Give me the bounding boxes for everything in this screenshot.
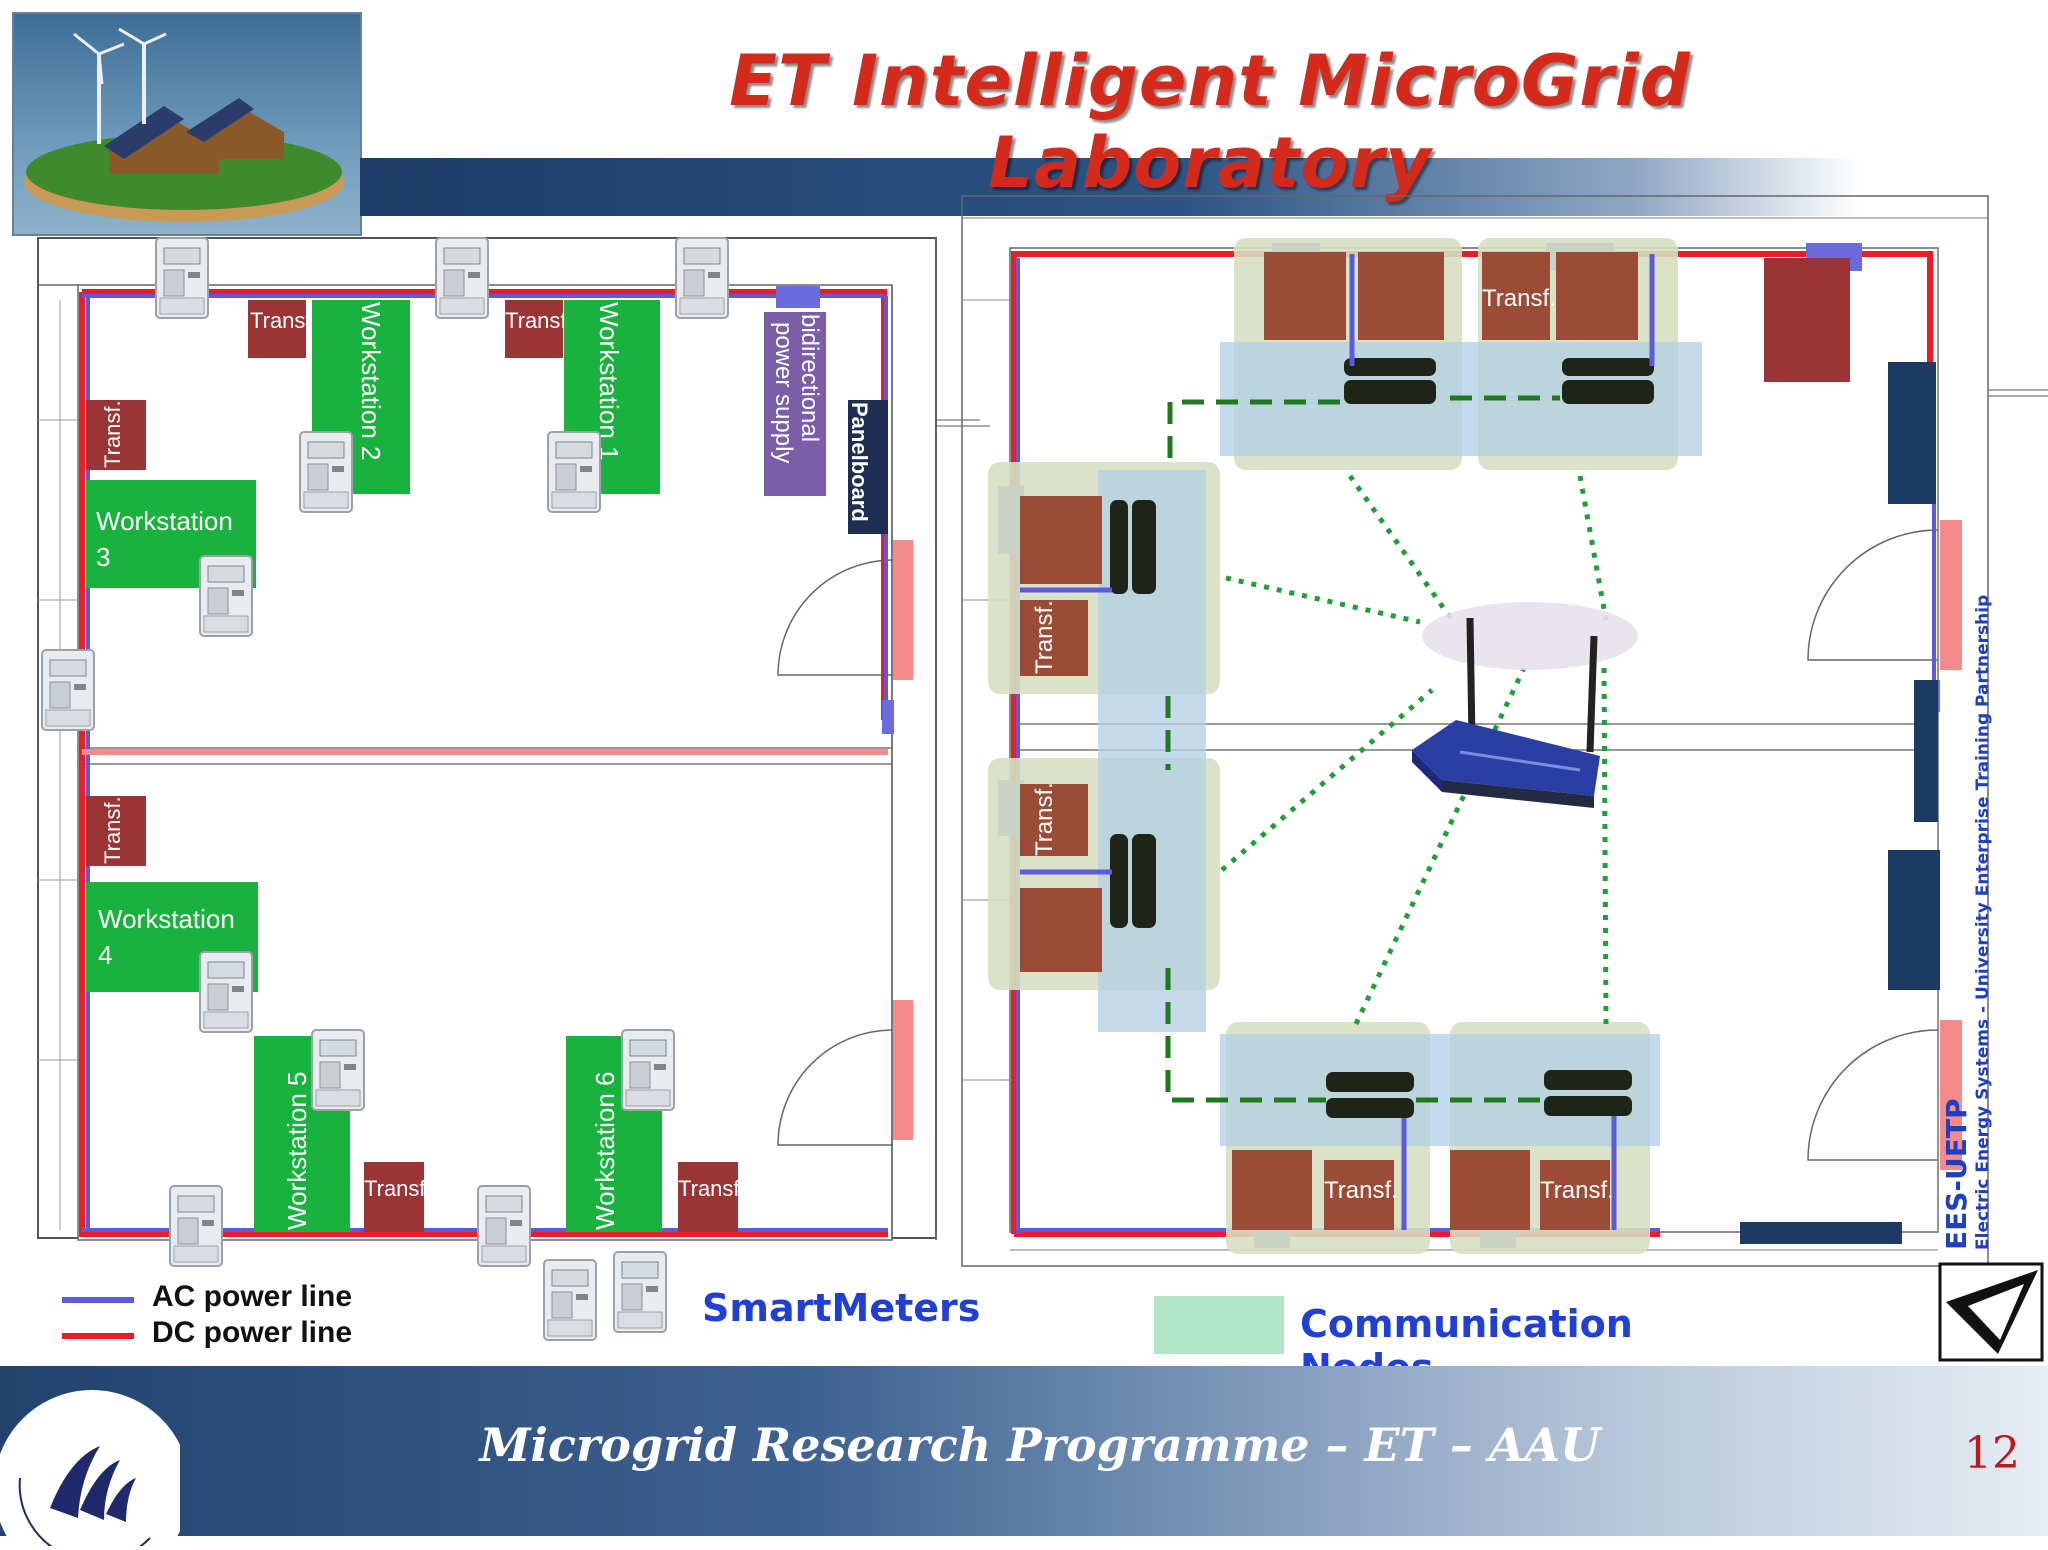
footer-bar [0,1366,2048,1536]
banner-title: EES-UETP [1940,1098,1973,1250]
svg-text:Workstation 2: Workstation 2 [356,302,386,460]
svg-text:Transf.: Transf. [364,1176,432,1201]
left-room-walls [37,237,990,1241]
legend [62,1251,1284,1354]
svg-text:Workstation 5: Workstation 5 [282,1072,312,1230]
smartmeter-legend-icon [543,1251,667,1341]
svg-text:Workstation 6: Workstation 6 [590,1072,620,1230]
wired-comm-links [1165,395,1560,1103]
title-bar [360,158,1860,216]
bidirectional-power-supply: bidirectional power supply [764,312,826,496]
svg-text:bidirectional: bidirectional [796,314,823,442]
ees-logo [1938,1262,2044,1362]
svg-text:4: 4 [98,940,112,970]
banner-subtitle: Electric Energy Systems - University Ent… [1973,594,1993,1250]
aau-logo [0,1368,190,1550]
svg-text:Workstation: Workstation [98,904,235,934]
svg-text:3: 3 [96,542,110,572]
left-transformers: Transf. Transf. Transf. Transf. Transf. … [86,300,746,1232]
ees-uetp-banner: EES-UETP Electric Energy Systems - Unive… [1940,594,2000,1250]
control-panelboard: Panelboard [847,400,888,534]
comm-nodes-label: Communication Nodes [1300,1302,1633,1390]
page-number: 12 [1964,1428,2020,1479]
footer-text: Microgrid Research Programme – ET – AAU [479,1418,1601,1472]
svg-text:Transf.: Transf. [1482,285,1556,312]
dc-line-label: DC power line [152,1316,353,1349]
left-power-lines [79,286,894,1237]
floor-plan-diagram: Transf. Transf. Transf. Transf. Transf. … [37,195,2048,1354]
comm-node-bottom: Transf. Transf. [1220,1022,1660,1254]
svg-text:Transf.: Transf. [100,796,125,864]
page-title: ET Intelligent MicroGrid Laboratory [729,40,1691,204]
router-icon [1412,602,1638,808]
smartmeters-label: SmartMeters [702,1286,981,1330]
svg-text:Transf.: Transf. [1031,782,1058,856]
svg-text:Panelboard: Panelboard [847,402,872,522]
comm-node-top: Transf. Transf. [1220,238,1702,470]
svg-text:Workstation: Workstation [96,506,233,536]
microgrid-island-image [12,12,362,236]
svg-text:Transf.: Transf. [250,308,318,333]
svg-text:power supply: power supply [770,322,797,463]
svg-text:Transf.: Transf. [100,400,125,468]
right-room-cabinets [1740,258,1940,1244]
svg-text:Transf.: Transf. [505,308,573,333]
svg-text:Transf.: Transf. [1031,600,1058,674]
ac-line-label: AC power line [152,1280,353,1313]
comm-node-swatch [1154,1296,1284,1354]
svg-text:Transf.: Transf. [1540,1177,1614,1204]
svg-text:Transf.: Transf. [678,1176,746,1201]
comm-node-left: Transf. Transf. [988,462,1220,1032]
wireless-comm-links [1220,474,1609,1026]
workstation-3: Workstation 3 [86,480,256,588]
svg-text:Transf.: Transf. [1324,1177,1398,1204]
